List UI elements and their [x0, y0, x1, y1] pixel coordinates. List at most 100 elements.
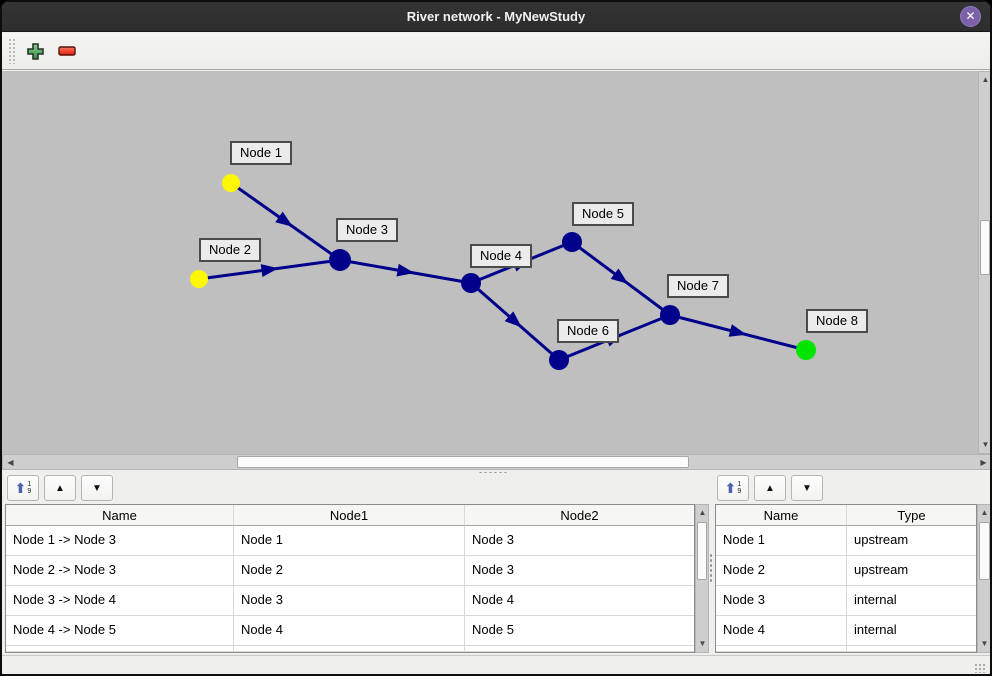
- links-move-up-button[interactable]: ▲: [44, 475, 76, 501]
- column-header[interactable]: Name: [716, 505, 847, 526]
- toolbar: [2, 33, 990, 70]
- column-header[interactable]: Node1: [234, 505, 465, 526]
- remove-node-button[interactable]: [54, 38, 80, 64]
- node-circle[interactable]: [660, 305, 680, 325]
- table-cell: Node 3 -> Node 4: [6, 586, 234, 616]
- scroll-down-icon[interactable]: ▼: [698, 639, 707, 648]
- toolbar-drag-handle[interactable]: [8, 38, 15, 64]
- table-cell: Node 5: [465, 616, 694, 646]
- scroll-up-icon[interactable]: ▲: [698, 508, 707, 517]
- nodes-move-up-button[interactable]: ▲: [754, 475, 786, 501]
- edge-arrowhead-icon: [504, 311, 522, 328]
- nodes-move-down-button[interactable]: ▼: [791, 475, 823, 501]
- table-cell: Node 2: [234, 556, 465, 586]
- down-arrow-icon: ▼: [92, 482, 102, 494]
- table-cell: Node 4: [465, 586, 694, 616]
- node-label[interactable]: Node 5: [572, 202, 634, 226]
- table-cell: upstream: [847, 556, 976, 586]
- canvas-hscroll-thumb[interactable]: [237, 456, 689, 468]
- add-node-button[interactable]: [22, 38, 48, 64]
- node-label[interactable]: Node 3: [336, 218, 398, 242]
- vertical-splitter[interactable]: [709, 553, 713, 583]
- table-cell: Node 3: [234, 586, 465, 616]
- links-table-vscrollbar[interactable]: ▲ ▼: [695, 504, 709, 653]
- table-cell: Node 4 -> Node 5: [6, 616, 234, 646]
- canvas-vscrollbar[interactable]: ▲ ▼: [978, 71, 990, 454]
- table-cell: Node 3: [465, 526, 694, 556]
- scroll-down-icon[interactable]: ▼: [980, 639, 989, 648]
- scroll-down-icon[interactable]: ▼: [981, 440, 990, 449]
- column-header[interactable]: Type: [847, 505, 976, 526]
- edge-arrowhead-icon: [396, 263, 415, 277]
- table-cell: upstream: [847, 526, 976, 556]
- node-circle[interactable]: [222, 174, 240, 192]
- canvas-hscrollbar[interactable]: ◀ ▶: [2, 454, 990, 470]
- nodes-table-vscrollbar[interactable]: ▲ ▼: [977, 504, 990, 653]
- river-network-canvas[interactable]: Node 1 Node 2 Node 3 Node 4 Node 5 Node 6 Node…: [2, 71, 978, 454]
- close-icon[interactable]: ✕: [960, 6, 981, 27]
- table-cell: Node 4: [234, 616, 465, 646]
- canvas-vscroll-thumb[interactable]: [980, 220, 990, 275]
- table-cell: Node 2 -> Node 3: [6, 556, 234, 586]
- links-move-down-button[interactable]: ▼: [81, 475, 113, 501]
- table-cell: Node 3: [465, 556, 694, 586]
- nodes-vscroll-thumb[interactable]: [979, 522, 990, 580]
- table-cell: Node 3: [716, 586, 847, 616]
- up-arrow-icon: ▲: [765, 482, 775, 494]
- window-title: River network - MyNewStudy: [406, 9, 586, 24]
- node-label[interactable]: Node 1: [230, 141, 292, 165]
- node-circle[interactable]: [549, 350, 569, 370]
- resize-grip-icon[interactable]: [974, 663, 986, 673]
- table-cell: Node 4: [716, 616, 847, 646]
- plus-icon: [26, 42, 44, 60]
- table-row-partial: [716, 646, 976, 652]
- table-row-partial: [6, 646, 694, 652]
- edge-arrowhead-icon: [260, 264, 279, 278]
- table-cell: Node 1: [234, 526, 465, 556]
- node-circle[interactable]: [562, 232, 582, 252]
- node-circle[interactable]: [329, 249, 351, 271]
- horizontal-splitter[interactable]: [2, 470, 990, 475]
- status-bar: [2, 655, 990, 674]
- node-label[interactable]: Node 7: [667, 274, 729, 298]
- scroll-right-icon[interactable]: ▶: [980, 458, 987, 467]
- down-arrow-icon: ▼: [802, 482, 812, 494]
- up-arrow-icon: ▲: [55, 482, 65, 494]
- splitter-grip: [478, 471, 508, 474]
- node-circle[interactable]: [461, 273, 481, 293]
- edge-arrowhead-icon: [728, 324, 747, 337]
- node-circle[interactable]: [796, 340, 816, 360]
- node-label[interactable]: Node 2: [199, 238, 261, 262]
- column-header[interactable]: Name: [6, 505, 234, 526]
- node-label[interactable]: Node 6: [557, 319, 619, 343]
- scroll-up-icon[interactable]: ▲: [980, 508, 989, 517]
- column-header[interactable]: Node2: [465, 505, 694, 526]
- links-vscroll-thumb[interactable]: [697, 522, 707, 580]
- title-bar[interactable]: River network - MyNewStudy ✕: [2, 2, 990, 32]
- scroll-left-icon[interactable]: ◀: [7, 458, 14, 467]
- table-cell: internal: [847, 616, 976, 646]
- node-label[interactable]: Node 8: [806, 309, 868, 333]
- table-cell: internal: [847, 586, 976, 616]
- node-circle[interactable]: [190, 270, 208, 288]
- node-label[interactable]: Node 4: [470, 244, 532, 268]
- edge-arrowhead-icon: [275, 211, 293, 227]
- table-cell: Node 2: [716, 556, 847, 586]
- scroll-up-icon[interactable]: ▲: [981, 75, 990, 84]
